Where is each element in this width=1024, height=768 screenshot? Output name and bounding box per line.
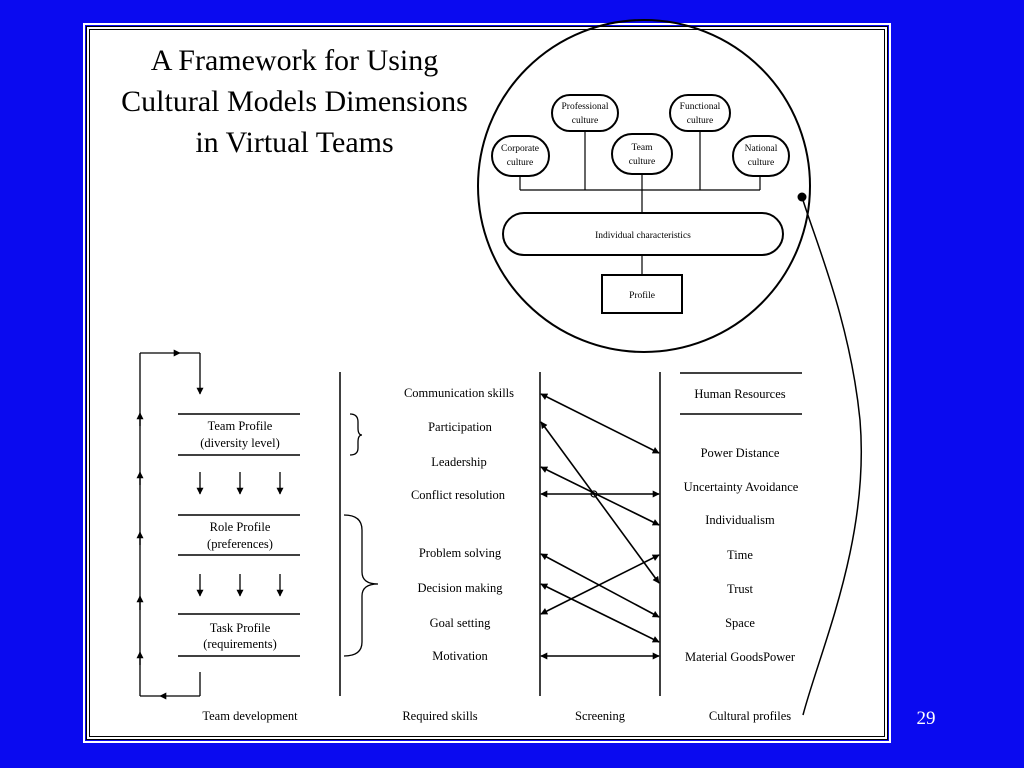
feedback-loop — [136, 349, 204, 700]
screening-label: Screening — [575, 709, 626, 723]
svg-text:Profile: Profile — [629, 290, 655, 301]
svg-text:Task Profile: Task Profile — [210, 621, 271, 635]
node-functional-culture: Functional culture — [669, 94, 731, 132]
svg-text:Individual characteristics: Individual characteristics — [595, 231, 691, 241]
profile-space: Space — [725, 616, 755, 630]
node-profile: Profile — [601, 274, 683, 314]
profile-individualism: Individualism — [705, 513, 775, 527]
brace-role-task — [343, 514, 379, 657]
cultural-profiles-label: Cultural profiles — [709, 709, 791, 723]
svg-text:(diversity level): (diversity level) — [200, 436, 280, 450]
title-line-3: in Virtual Teams — [195, 126, 394, 159]
role-to-task-arrows — [196, 574, 284, 597]
svg-text:culture: culture — [629, 157, 655, 167]
node-corporate-culture: Corporate culture — [491, 135, 550, 177]
svg-text:culture: culture — [572, 116, 598, 126]
node-professional-culture: Professional culture — [551, 94, 619, 132]
inset-circle — [477, 19, 811, 353]
svg-text:Role Profile: Role Profile — [210, 520, 271, 534]
title-line-2: Cultural Models Dimensions — [121, 85, 468, 118]
svg-text:(requirements): (requirements) — [203, 637, 277, 651]
screening-connections — [540, 393, 660, 660]
human-resources-header: Human Resources — [694, 387, 785, 401]
skill-communication-skills: Communication skills — [404, 386, 514, 400]
skill-participation: Participation — [428, 420, 493, 434]
zoom-leader — [797, 192, 862, 716]
profile-uncertainty-avoidance: Uncertainty Avoidance — [684, 480, 799, 494]
link-decision-making-material — [540, 583, 660, 643]
node-individual-characteristics: Individual characteristics — [502, 212, 784, 256]
culture-model-inset: Professional culture Functional culture … — [477, 19, 811, 353]
braces — [343, 413, 379, 657]
inset-connectors — [519, 130, 761, 275]
task-profile: Task Profile (requirements) — [178, 613, 300, 657]
skill-conflict-resolution: Conflict resolution — [411, 488, 506, 502]
svg-text:National: National — [745, 144, 778, 154]
svg-text:culture: culture — [507, 158, 533, 168]
svg-text:(preferences): (preferences) — [207, 537, 273, 551]
cultural-profiles-column: Human Resources Power Distance Uncertain… — [680, 372, 802, 723]
required-skills-column: Communication skills Participation Leade… — [402, 386, 514, 723]
profile-trust: Trust — [727, 582, 753, 596]
svg-text:Functional: Functional — [680, 102, 721, 112]
team-to-role-arrows — [196, 472, 284, 495]
team-development-column: Team Profile (diversity level) Role Prof… — [136, 349, 300, 723]
slide-panel-border — [89, 29, 885, 737]
brace-team-profile — [349, 413, 363, 456]
slide-title: A Framework for Using Cultural Models Di… — [92, 40, 497, 163]
link-participation-trust — [540, 421, 660, 584]
role-profile: Role Profile (preferences) — [178, 514, 300, 556]
required-skills-label: Required skills — [402, 709, 477, 723]
profile-time: Time — [727, 548, 753, 562]
skill-motivation: Motivation — [432, 649, 488, 663]
link-communication-power-distance — [540, 393, 660, 454]
title-line-1: A Framework for Using — [150, 44, 439, 77]
svg-text:culture: culture — [687, 116, 713, 126]
profile-material-goods-power: Material GoodsPower — [685, 650, 796, 664]
skill-goal-setting: Goal setting — [430, 616, 492, 630]
svg-text:culture: culture — [748, 158, 774, 168]
skill-problem-solving: Problem solving — [419, 546, 502, 560]
column-dividers — [339, 372, 661, 696]
link-leadership-individualism — [540, 466, 660, 526]
node-team-culture: Team culture — [611, 133, 673, 175]
svg-text:Corporate: Corporate — [501, 144, 539, 154]
svg-text:Team Profile: Team Profile — [208, 419, 273, 433]
skill-decision-making: Decision making — [417, 581, 503, 595]
profile-power-distance: Power Distance — [701, 446, 780, 460]
skill-leadership: Leadership — [431, 455, 487, 469]
svg-text:Professional: Professional — [562, 101, 609, 112]
link-goal-setting-time — [540, 554, 660, 615]
page-number: 29 — [916, 708, 936, 729]
node-national-culture: National culture — [732, 135, 790, 177]
svg-text:Team: Team — [632, 143, 654, 153]
team-profile: Team Profile (diversity level) — [178, 413, 300, 456]
team-development-label: Team development — [202, 709, 298, 723]
